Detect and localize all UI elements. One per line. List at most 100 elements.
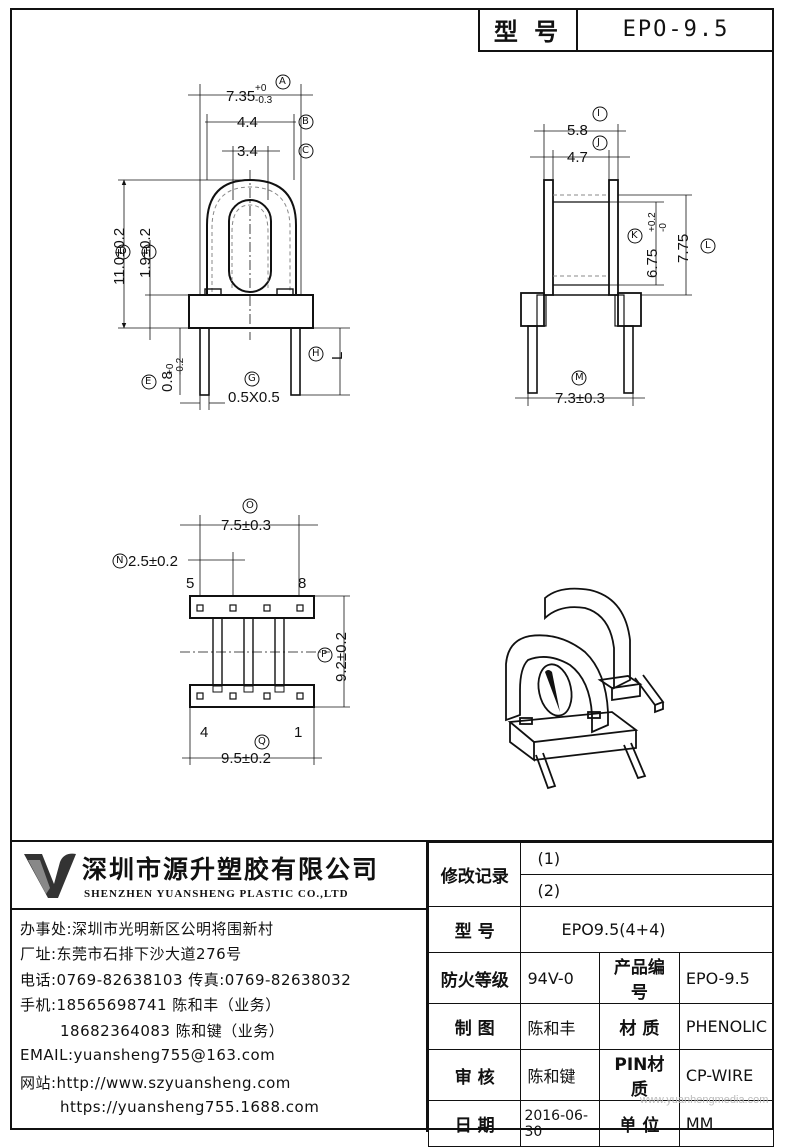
circle-m [571,370,587,386]
drawing-frame [10,8,774,1130]
pin-1-label: 1 [294,724,303,741]
dim-a-value: 7.35 [226,88,256,105]
dim-k-tol-bot: -0 [658,223,669,232]
company-header: 深圳市源升塑胶有限公司 SHENZHEN YUANSHENG PLASTIC C… [10,842,426,910]
dim-h-value: L [329,351,346,360]
company-email[interactable]: EMAIL:yuansheng755@163.com [20,1046,276,1064]
circle-label-a: A [279,76,286,87]
company-mobile1: 手机:18565698741 陈和丰（业务） [20,996,281,1014]
material-value: PHENOLIC [678,1003,775,1050]
model-label: 型 号 [480,8,578,50]
watermark: www.yuanhengmedia.com [640,1094,769,1106]
company-logo-icon [24,853,76,898]
date-label: 日 期 [427,1100,522,1147]
circle-label-m: M [575,372,584,383]
dim-o-value: 7.5±0.3 [221,517,271,534]
pin-material-value: CP-WIRE [678,1049,775,1101]
unit-value: MM [678,1100,775,1147]
dim-a-tol-top: +0 [255,83,267,94]
circle-i [592,106,608,122]
bottom-view [180,515,350,765]
unit-label: 单 位 [598,1100,680,1147]
circle-b [298,114,314,130]
model-row-label: 型 号 [427,906,522,953]
dim-l-value: 7.75 [675,233,692,263]
dim-k-value: 6.75 [644,248,661,278]
side-view [515,124,692,406]
pin-4-label: 4 [200,724,209,741]
company-website1[interactable]: 网站:http://www.szyuansheng.com [20,1074,291,1092]
circle-n [112,553,128,569]
circle-h [308,346,324,362]
circle-j [592,135,608,151]
isometric-view [505,587,665,790]
pin-5-label: 5 [186,575,195,592]
company-office: 办事处:深圳市光明新区公明将围新村 [20,920,274,938]
circle-e [141,374,157,390]
circle-d [115,244,131,260]
circle-o [242,498,258,514]
pin-material-label: PIN材 质 [598,1049,680,1101]
company-en-name: SHENZHEN YUANSHENG PLASTIC CO.,LTD [84,888,349,900]
circle-label-c: C [302,145,309,156]
product-no-value: EPO-9.5 [678,952,775,1004]
pin-8-label: 8 [298,575,307,592]
company-info: 深圳市源升塑胶有限公司 SHENZHEN YUANSHENG PLASTIC C… [10,842,428,1132]
title-block: 深圳市源升塑胶有限公司 SHENZHEN YUANSHENG PLASTIC C… [10,840,775,1147]
date-value: 2016-06-30 [520,1100,600,1147]
revision-2: (2) [520,874,774,907]
circle-label-q: Q [258,736,266,747]
revision-label: 修改记录 [427,842,522,907]
circle-label-l: L [705,240,711,251]
front-view [118,84,350,410]
circle-label-o: O [246,500,254,511]
circle-label-j: J [597,137,600,148]
circle-label-f: F [145,246,151,257]
circle-label-e: E [145,376,152,387]
drawn-by-label: 制 图 [427,1003,522,1050]
reviewed-by-value: 陈和键 [520,1049,600,1101]
company-cn-name: 深圳市源升塑胶有限公司 [82,855,380,884]
fire-rating-value: 94V-0 [520,952,600,1004]
dim-f-value: 1.9±0.2 [137,228,154,278]
dim-d-value: 11.0±0.2 [111,227,128,285]
dim-i-value: 5.8 [567,122,588,139]
reviewed-by-label: 审 核 [427,1049,522,1101]
circle-label-n: N [116,555,124,566]
circle-label-p: P [321,649,328,660]
circle-c [298,143,314,159]
revision-1: (1) [520,842,774,875]
circle-label-g: G [248,373,256,384]
dim-g-value: 0.5X0.5 [228,389,280,406]
dim-e-tol-bot: -0.2 [175,357,186,375]
dim-m-value: 7.3±0.3 [555,390,605,407]
company-factory: 厂址:东莞市石排下沙大道276号 [20,945,242,963]
circle-a [275,74,291,90]
drawn-by-value: 陈和丰 [520,1003,600,1050]
circle-p [317,647,333,663]
model-title-box: 型 号 EPO-9.5 [478,8,774,52]
circle-label-h: H [312,348,320,359]
company-website2[interactable]: https://yuansheng755.1688.com [60,1098,320,1116]
technical-drawing [112,74,716,790]
product-no-label: 产品编号 [598,952,680,1004]
circle-k [627,228,643,244]
dim-n-value: 2.5±0.2 [128,553,178,570]
model-value: EPO-9.5 [622,16,730,42]
circle-label-d: D [119,246,127,257]
circle-g [244,371,260,387]
circle-label-b: B [302,116,309,127]
material-label: 材 质 [598,1003,680,1050]
circle-l [700,238,716,254]
dim-j-value: 4.7 [567,149,588,166]
dim-q-value: 9.5±0.2 [221,750,271,767]
circle-label-i: I [597,108,600,119]
dim-k-tol-top: +0.2 [647,212,658,232]
company-mobile2: 18682364083 陈和键（业务） [60,1022,285,1040]
dim-c-value: 3.4 [237,143,258,160]
dim-a-tol-bot: -0.3 [255,95,273,106]
circle-label-k: K [631,230,638,241]
circle-q [254,734,270,750]
fire-rating-label: 防火等级 [427,952,522,1004]
model-row-value: EPO9.5(4+4) [520,906,774,953]
